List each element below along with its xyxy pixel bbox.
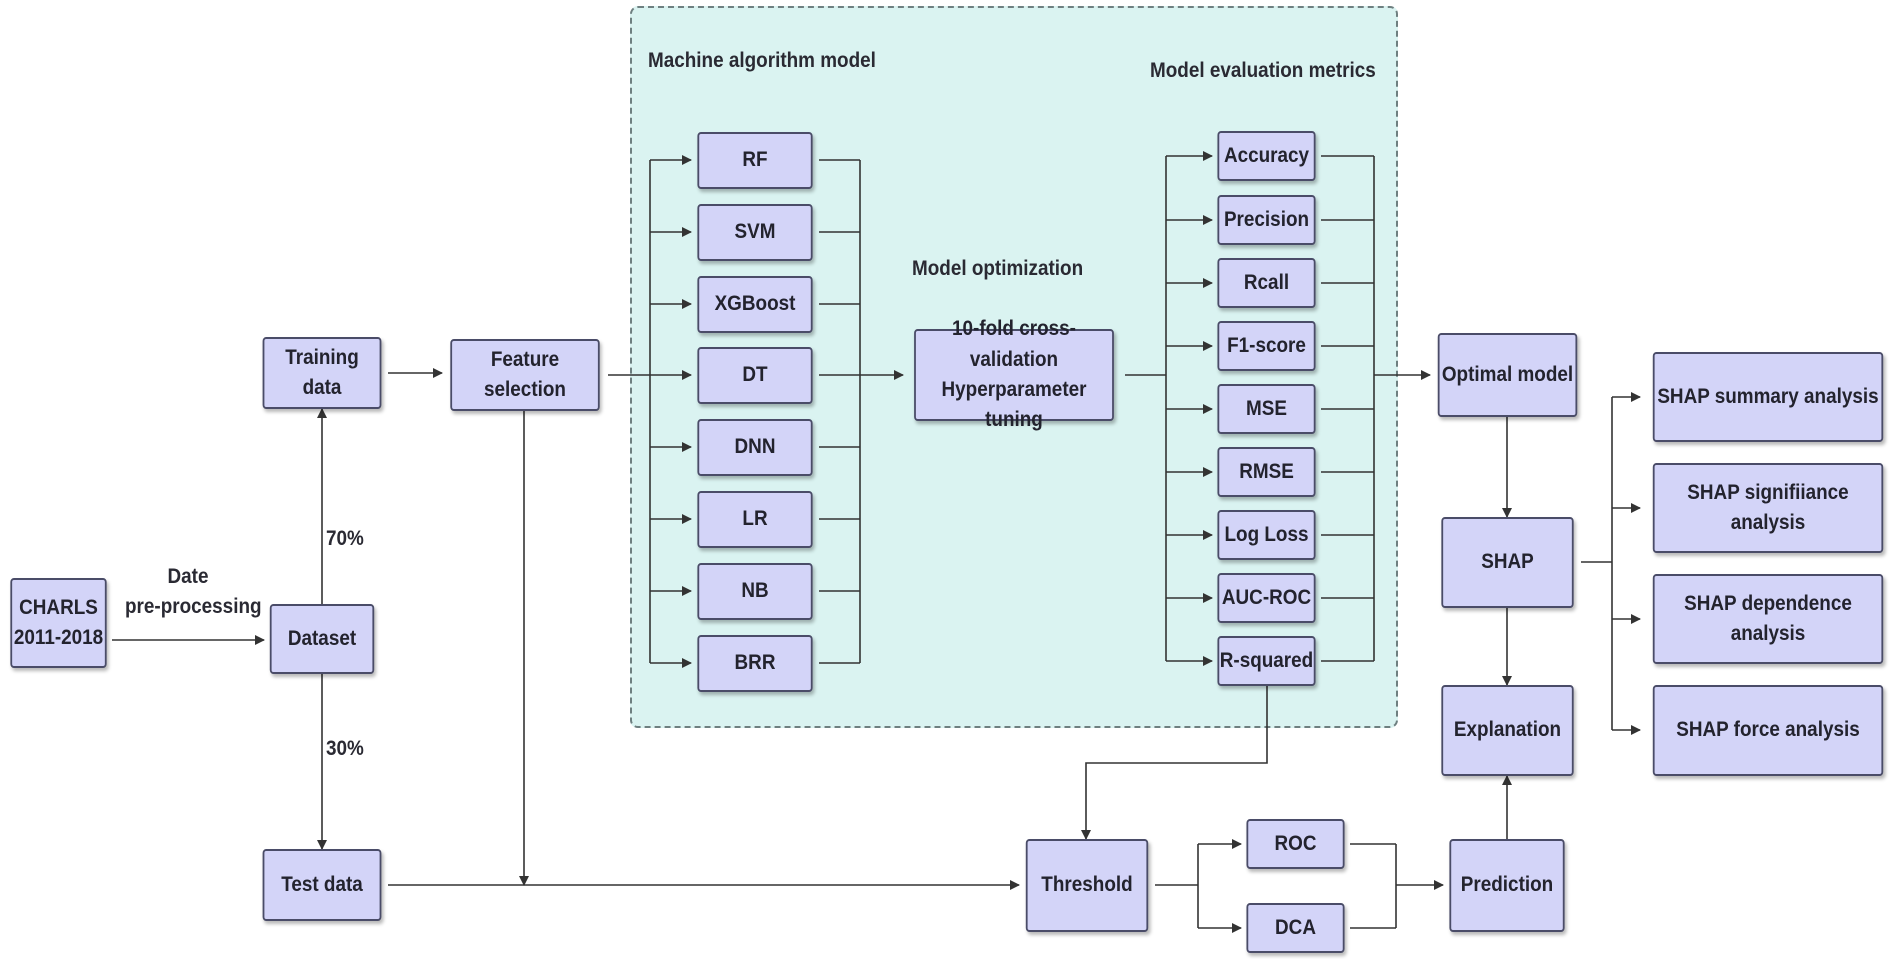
- hyperparameter-tuning-text: Hyperparameter tuning: [941, 378, 1087, 432]
- shap-significance-analysis-node: SHAP signifiiance analysis: [1652, 463, 1884, 553]
- dca-node: DCA: [1246, 903, 1345, 953]
- charls-years: 2011-2018: [13, 626, 104, 649]
- metric-log-loss: Log Loss: [1217, 510, 1316, 560]
- metric-auc-roc: AUC-ROC: [1217, 573, 1316, 623]
- shap-node: SHAP: [1441, 517, 1574, 608]
- model-evaluation-metrics-label: Model evaluation metrics: [1150, 59, 1376, 82]
- charls-source-node: CHARLS 2011-2018: [10, 578, 107, 668]
- shap-summary-analysis-node: SHAP summary analysis: [1652, 352, 1884, 442]
- preprocessing-label-line2: pre-processing: [125, 595, 262, 619]
- preprocessing-label-line1: Date: [167, 565, 209, 588]
- optimization-node: 10-fold cross-validation Hyperparameter …: [914, 317, 1114, 431]
- metrics-to-threshold-arrow: [1081, 686, 1268, 840]
- prediction-node: Prediction: [1449, 839, 1565, 932]
- metric-rmse: RMSE: [1217, 447, 1316, 497]
- machine-algorithm-model-label: Machine algorithm model: [648, 49, 876, 72]
- algorithm-nb: NB: [697, 563, 813, 620]
- algorithm-xgboost: XGBoost: [697, 276, 813, 333]
- shap-dependence-analysis-node: SHAP dependence analysis: [1652, 574, 1884, 664]
- metric-f1-score: F1-score: [1217, 321, 1316, 371]
- algorithm-rf: RF: [697, 132, 813, 189]
- metric-accuracy: Accuracy: [1217, 131, 1316, 181]
- algorithm-brr: BRR: [697, 635, 813, 692]
- model-optimization-label: Model optimization: [912, 257, 1084, 280]
- dataset-node: Dataset: [269, 604, 375, 674]
- test-data-node: Test data: [262, 849, 382, 921]
- algorithm-svm: SVM: [697, 204, 813, 261]
- preprocessing-label: Date pre-processing: [125, 562, 262, 623]
- metric-mse: MSE: [1217, 384, 1316, 434]
- explanation-node: Explanation: [1441, 685, 1574, 776]
- metric-recall: Rcall: [1217, 258, 1316, 308]
- metric-precision: Precision: [1217, 195, 1316, 245]
- feature-selection-node: Feature selection: [450, 339, 600, 411]
- optimal-model-node: Optimal model: [1437, 333, 1578, 417]
- cross-validation-text: 10-fold cross-validation: [952, 317, 1076, 371]
- roc-node: ROC: [1246, 819, 1345, 869]
- metric-r-squared: R-squared: [1217, 636, 1316, 686]
- algorithm-lr: LR: [697, 491, 813, 548]
- threshold-node: Threshold: [1025, 839, 1149, 932]
- train-split-label: 70%: [326, 527, 364, 550]
- charls-name: CHARLS: [19, 595, 98, 619]
- shap-force-analysis-node: SHAP force analysis: [1652, 685, 1884, 776]
- algorithm-dt: DT: [697, 347, 813, 404]
- training-data-node: Training data: [262, 337, 382, 409]
- test-split-label: 30%: [326, 737, 364, 760]
- algorithm-dnn: DNN: [697, 419, 813, 476]
